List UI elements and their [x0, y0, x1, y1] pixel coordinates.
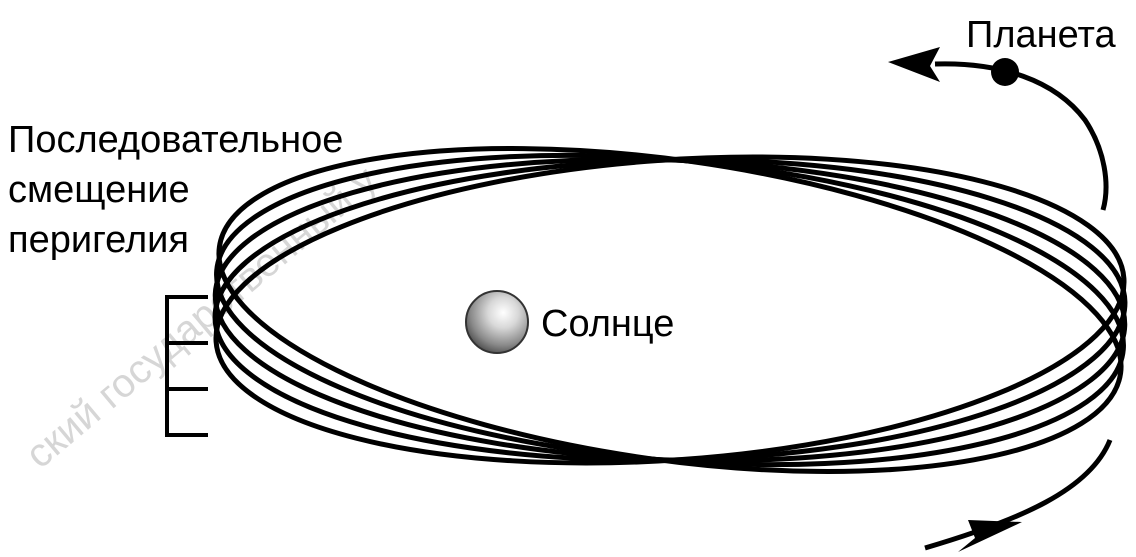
arrowhead-icon	[888, 47, 940, 82]
perihelion-label-line2: смещение	[8, 169, 190, 211]
sun-label: Солнце	[541, 303, 674, 345]
perihelion-label-line1: Последовательное	[8, 119, 343, 161]
sun-sphere-icon	[466, 291, 528, 353]
exit-path	[925, 440, 1110, 552]
planet-label: Планета	[966, 14, 1116, 56]
sun	[466, 291, 528, 353]
planet-dot-icon	[991, 58, 1019, 86]
exit-arc	[925, 440, 1110, 548]
perihelion-label-line3: перигелия	[8, 219, 189, 261]
